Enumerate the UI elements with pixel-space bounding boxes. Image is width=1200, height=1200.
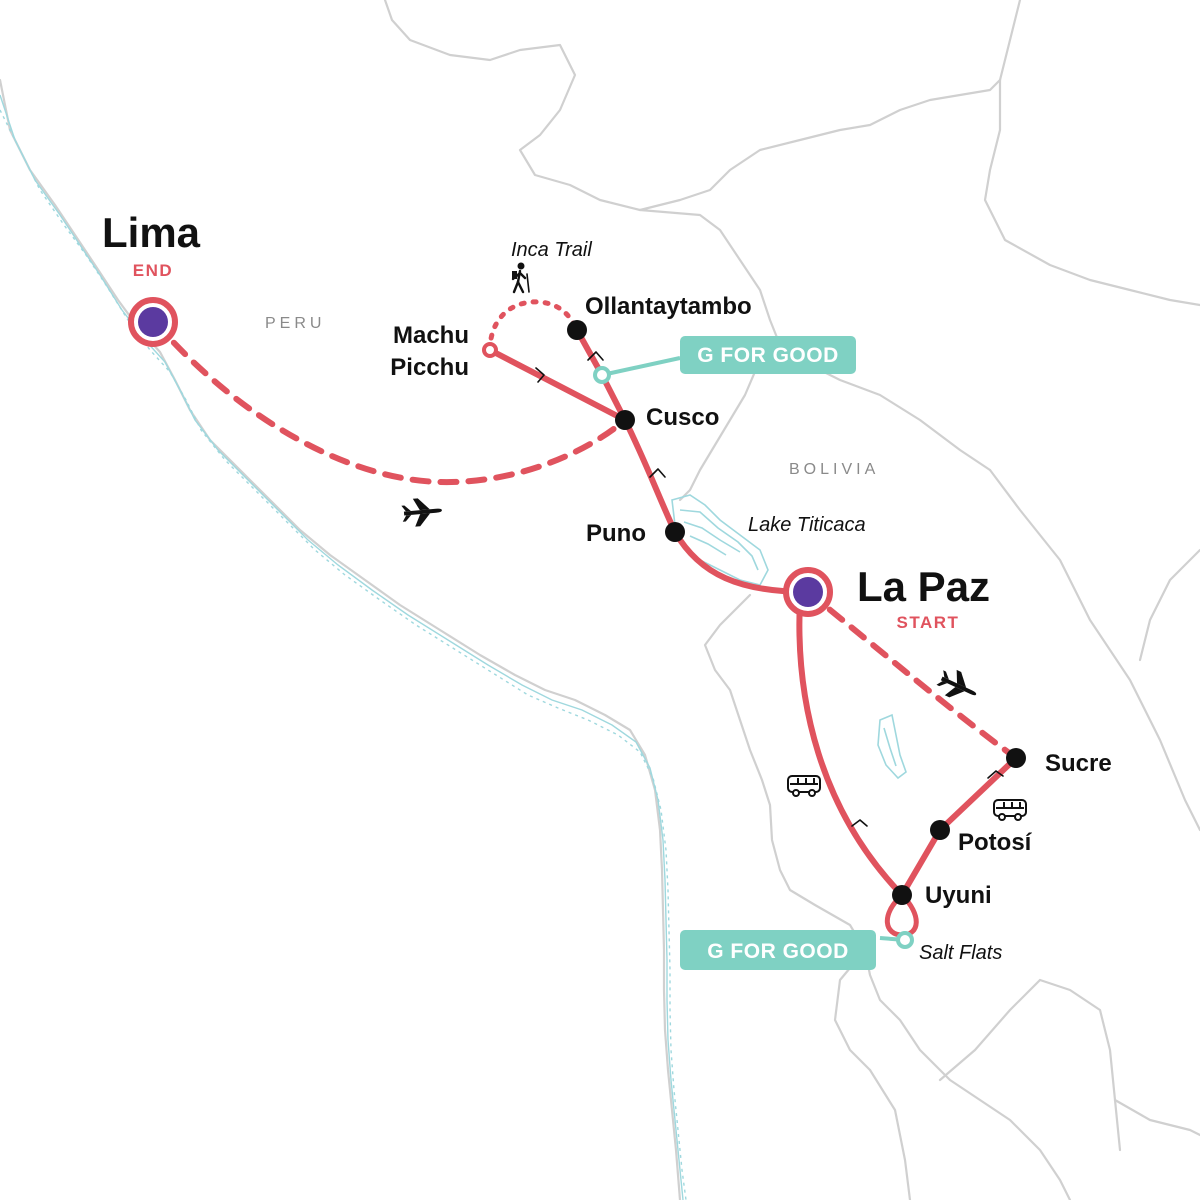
feature-label-inca-trail: Inca Trail — [511, 239, 592, 261]
route-uyuni-potosi — [899, 827, 943, 898]
plane-icon — [401, 498, 442, 527]
g-for-good-connectors — [601, 356, 906, 942]
start-tag: START — [897, 613, 960, 632]
city-label-potosi: Potosí — [958, 829, 1033, 856]
route-flight-lapaz-sucre — [805, 589, 1019, 761]
hiker-icon — [511, 262, 530, 294]
arrow-chevron — [649, 468, 666, 478]
bus-icon — [787, 775, 821, 797]
coastline-water — [0, 94, 687, 1200]
direction-arrows — [535, 351, 1004, 827]
city-label-picchu: Picchu — [390, 354, 469, 381]
start-marker-la-paz[interactable] — [783, 567, 833, 617]
city-label-la-paz: La Paz — [857, 563, 990, 610]
svg-text:G FOR GOOD: G FOR GOOD — [697, 344, 839, 367]
city-label-lima: Lima — [102, 209, 201, 256]
arrow-chevron — [851, 819, 868, 827]
stop-marker-ollantaytambo — [567, 320, 587, 340]
route-lapaz-uyuni — [796, 597, 905, 898]
route — [152, 299, 1019, 938]
stop-marker-potosi — [930, 820, 950, 840]
end-marker-lima[interactable] — [128, 297, 178, 347]
end-tag: END — [133, 261, 173, 280]
stop-marker-puno — [665, 522, 685, 542]
city-label-ollantaytambo: Ollantaytambo — [585, 293, 752, 320]
feature-label-salt-flats: Salt Flats — [919, 942, 1002, 964]
g-for-good-badge-top[interactable]: G FOR GOOD — [680, 336, 856, 374]
lake-poopo-water — [877, 713, 907, 780]
route-flight-cusco-lima — [152, 319, 628, 486]
stop-marker-machu-picchu — [482, 342, 498, 358]
route-inca-trail — [487, 299, 580, 353]
country-label-peru: PERU — [265, 315, 325, 332]
stop-marker-cusco — [615, 410, 635, 430]
city-label-puno: Puno — [586, 520, 646, 547]
route-potosi-sucre — [937, 755, 1019, 833]
city-label-cusco: Cusco — [646, 404, 719, 431]
stops — [482, 320, 1026, 905]
arrow-chevron — [587, 351, 604, 361]
lake-titicaca-water — [671, 494, 769, 586]
city-label-machu: Machu — [393, 322, 469, 349]
arrow-chevron — [987, 770, 1004, 779]
city-label-uyuni: Uyuni — [925, 882, 992, 909]
plane-icon — [936, 669, 977, 698]
route-cusco-puno — [622, 417, 678, 535]
svg-text:G FOR GOOD: G FOR GOOD — [707, 940, 849, 963]
route-machu-cusco — [487, 347, 628, 423]
g-for-good-marker-top — [593, 366, 611, 384]
g-for-good-marker-bottom — [896, 931, 914, 949]
g-for-good-badge-bottom[interactable]: G FOR GOOD — [680, 930, 876, 970]
bus-icon — [993, 799, 1027, 821]
stop-marker-sucre — [1006, 748, 1026, 768]
feature-label-lake-titicaca: Lake Titicaca — [748, 514, 866, 536]
city-label-sucre: Sucre — [1045, 750, 1112, 777]
country-label-bolivia: BOLIVIA — [789, 461, 879, 478]
stop-marker-uyuni — [892, 885, 912, 905]
arrow-chevron — [535, 367, 545, 383]
